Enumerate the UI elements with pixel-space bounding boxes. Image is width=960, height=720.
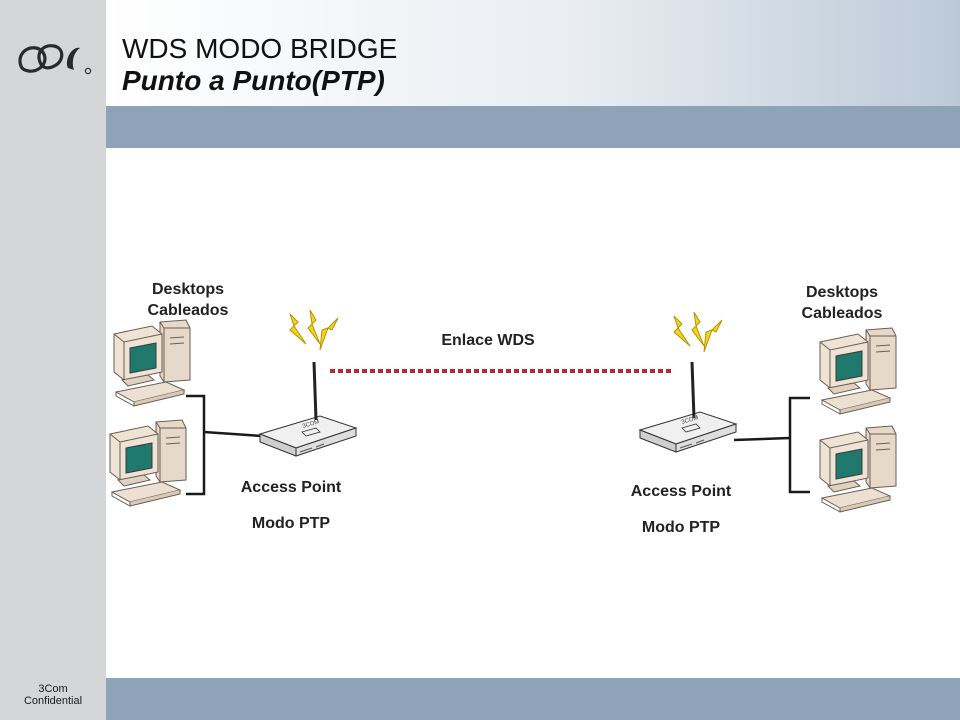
right-desktops-label-line2: Cableados [801, 305, 883, 322]
desktop-computer-icon [113, 319, 191, 407]
left-desktops-label: Desktops Cableados [126, 279, 250, 321]
ethernet-cable [788, 396, 810, 494]
right-desktops-label: Desktops Cableados [780, 282, 904, 324]
antenna-icon [690, 361, 696, 419]
wireless-signal-icon [289, 309, 339, 351]
desktop-computer-icon [109, 419, 187, 507]
left-ap-label-line2: Modo PTP [251, 515, 331, 532]
ethernet-cable [733, 436, 791, 442]
left-desktops-label-line2: Cableados [147, 302, 229, 319]
footer-bar [0, 678, 960, 720]
slide-subtitle: Punto a Punto(PTP) [122, 65, 385, 96]
left-ap-label-line1: Access Point [240, 479, 342, 496]
header-bar [106, 0, 960, 106]
header-band [106, 106, 960, 148]
ethernet-cable [186, 394, 206, 496]
footer-company: 3Com [38, 683, 68, 695]
footer-note: Confidential [23, 695, 83, 707]
wireless-signal-icon [673, 311, 723, 353]
3com-logo [18, 44, 92, 75]
right-ap-label: Access Point Modo PTP [606, 482, 756, 538]
right-ap-label-line1: Access Point [630, 483, 732, 500]
wds-link-label: Enlace WDS [441, 332, 535, 349]
desktop-computer-icon [819, 327, 897, 415]
antenna-icon [312, 361, 318, 421]
ap-brand-label: 3COM [302, 419, 320, 430]
footer-left-panel [0, 678, 106, 720]
footer-confidential: 3Com Confidential [0, 683, 106, 707]
slide-title: WDS MODO BRIDGE [122, 33, 398, 64]
right-ap-label-line2: Modo PTP [641, 519, 721, 536]
ethernet-cable [203, 430, 263, 438]
left-sidebar [0, 0, 106, 720]
right-desktops-label-line1: Desktops [805, 284, 879, 301]
left-ap-label: Access Point Modo PTP [216, 478, 366, 534]
desktop-computer-icon [819, 425, 897, 513]
ap-brand-label: 3COM [681, 415, 699, 426]
left-desktops-label-line1: Desktops [151, 281, 225, 298]
